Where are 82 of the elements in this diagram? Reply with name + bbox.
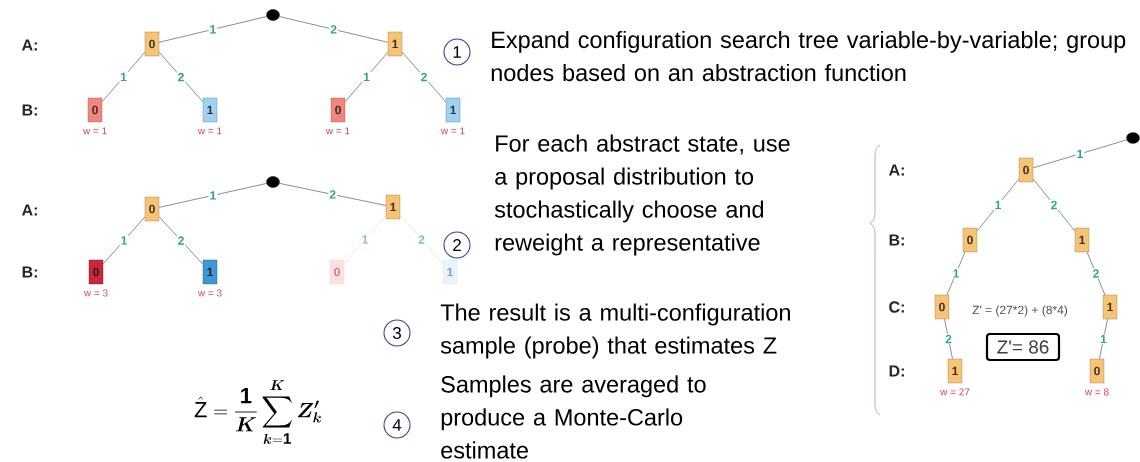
weight-label: w = 3: [197, 289, 222, 297]
edge-label: 1: [1077, 149, 1083, 158]
tree-node: 0: [144, 31, 160, 57]
row-label: B:: [22, 266, 37, 278]
edge-label: 2: [418, 235, 425, 244]
tree-edge: [344, 51, 389, 103]
edge-label: 2: [1051, 200, 1057, 210]
weight-label: w = 1: [325, 127, 350, 135]
edge-label: 1: [953, 269, 959, 278]
weight-label: w = 27: [940, 388, 970, 396]
edge-label: 1: [362, 235, 368, 244]
edge-label: 2: [330, 25, 337, 34]
tree-node: 0: [329, 259, 345, 285]
tree-node: 0: [88, 259, 104, 285]
tree-edge: [279, 182, 387, 206]
edge-label: 1: [363, 72, 370, 82]
tree-edge: [401, 51, 447, 103]
row-label: C:: [889, 301, 904, 313]
row-label: A:: [21, 204, 37, 216]
tree-edge: [158, 51, 204, 103]
tree-edge: [976, 178, 1020, 232]
root-dot: [1126, 132, 1140, 144]
edge-label: 1: [210, 191, 216, 200]
step-number: 4: [383, 411, 411, 439]
weight-label: w = 1: [197, 127, 222, 135]
step-description: Samples are averaged to produce a Monte-Carlo estimate: [441, 375, 706, 459]
step-description: The result is a multi-configuration sample (probe) that estimates Z: [440, 303, 790, 359]
tree-node: 1: [385, 194, 401, 220]
weight-label: w = 8: [1084, 388, 1109, 396]
tree-node: 0: [144, 196, 160, 222]
tree-edge: [944, 318, 953, 360]
tree-edge: [279, 16, 389, 43]
row-label: A:: [888, 164, 904, 176]
tree-node: 1: [202, 259, 218, 285]
sum-expression: Z' = (27*2) + (8*4): [972, 305, 1068, 317]
tree-node: 1: [445, 97, 461, 123]
tree-node: 1: [947, 358, 963, 384]
edge-label: 2: [178, 236, 184, 245]
edge-label: 1: [210, 25, 216, 34]
tree-node: 0: [1018, 157, 1034, 183]
tree-edge: [1032, 178, 1076, 232]
tree-node: 0: [934, 294, 950, 320]
tree-edge: [102, 216, 146, 265]
edge-label: 1: [995, 200, 1001, 210]
tree-edge: [158, 216, 204, 265]
tree-node: 1: [442, 259, 458, 285]
tree-edge: [158, 16, 267, 43]
tree-node: 1: [387, 31, 403, 57]
edge-label: 2: [178, 72, 184, 82]
tree-edge: [343, 214, 387, 265]
tree-node: 1: [202, 97, 218, 123]
tree-node: 1: [1102, 294, 1118, 320]
tree-edge: [1032, 139, 1128, 169]
edge-label: 2: [1093, 269, 1099, 278]
tree-node: 1: [1074, 227, 1090, 253]
row-label: D:: [889, 365, 904, 377]
edge-label: 1: [120, 72, 127, 82]
weight-label: w = 1: [440, 127, 465, 135]
row-label: B:: [889, 234, 904, 246]
step-number: 2: [443, 231, 471, 259]
edge-label: 2: [329, 190, 336, 199]
edge-label: 1: [121, 236, 127, 245]
weight-label: w = 3: [83, 289, 108, 297]
tree-node: 0: [1089, 358, 1105, 384]
edge-label: 2: [421, 72, 427, 82]
edge-label: 1: [1100, 334, 1107, 344]
estimate-formula: $\hat{\mathrm{Z}} = \frac{\mathbf{1}}{\boldsymbol{K}}\sum_{\boldsymbol{k}=\mathbf{1}}^{\boldsymbol{K}} \boldsymbol{Z'}_{\boldsymbol{k}}$: [194, 380, 321, 444]
tree-edge: [399, 214, 444, 265]
row-label: A:: [21, 39, 37, 51]
edge-label: 2: [945, 334, 952, 344]
step-number: 3: [383, 319, 411, 347]
tree-edge: [158, 183, 267, 208]
row-label: B:: [22, 104, 37, 116]
weight-label: w = 1: [82, 127, 107, 135]
tree-node: 0: [962, 227, 978, 253]
tree-node: 0: [330, 97, 346, 123]
step-description: Expand configuration search tree variable-by-variable; group nodes based on an abstraction function: [491, 30, 1126, 82]
step-description: For each abstract state, use a proposal distribution to stochastically choose and reweight a representative: [494, 134, 790, 256]
step-number: 1: [443, 38, 471, 66]
tree-node: 0: [87, 97, 103, 123]
tree-edge: [101, 51, 146, 103]
result-box: Z'= 86: [985, 332, 1061, 362]
